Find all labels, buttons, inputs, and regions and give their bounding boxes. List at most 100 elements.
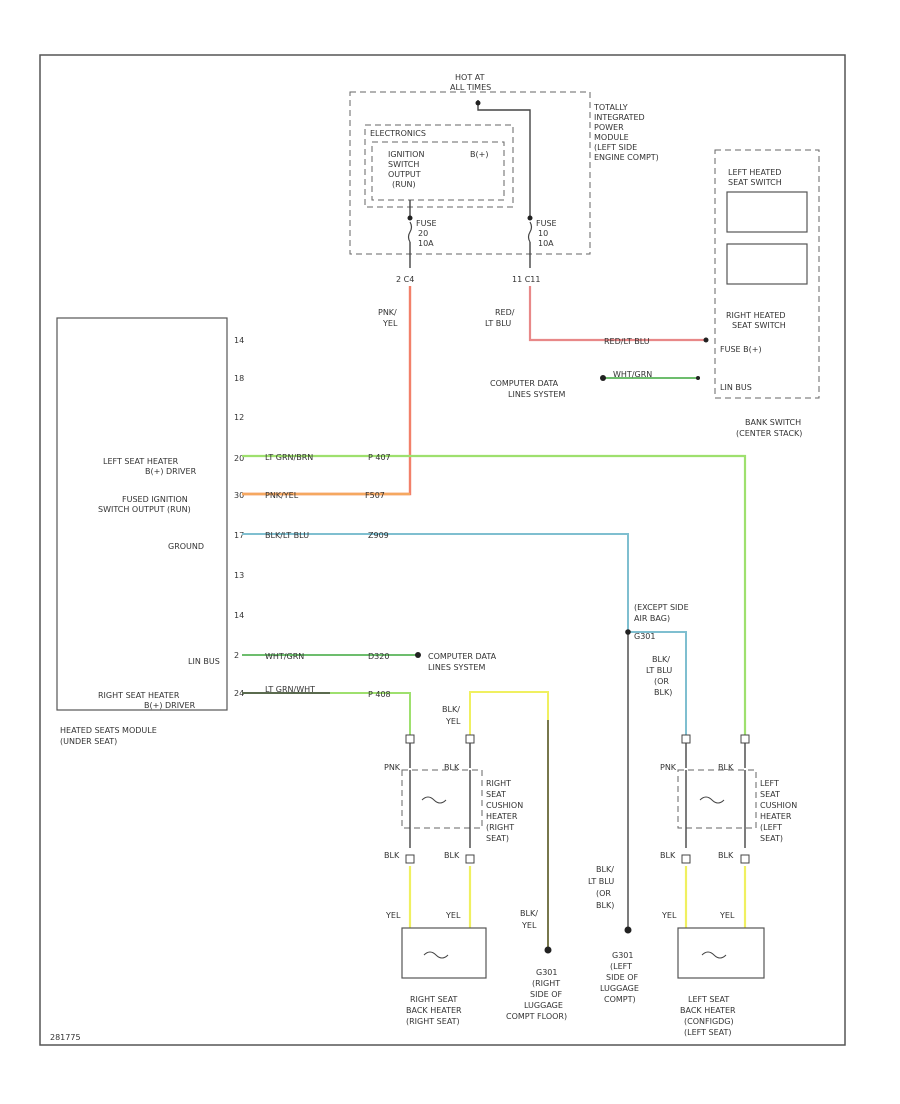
g302-l4: LUGGAGE <box>600 984 639 993</box>
lc-label-5: (LEFT <box>760 823 782 832</box>
wl-red: RED/ <box>495 308 515 317</box>
right-heated-seat-switch <box>726 243 808 285</box>
rb-heater-icon <box>423 951 449 959</box>
wire-blk-ltblu-left-cushion <box>628 631 687 735</box>
rb-label-3: (RIGHT SEAT) <box>406 1017 460 1026</box>
tipm-outline <box>349 91 591 255</box>
wire-red-ltblu <box>528 286 705 342</box>
wl-wht-grn-1: WHT/GRN <box>613 370 652 379</box>
right-switch-l1: RIGHT HEATED <box>726 311 786 320</box>
hsm-pin-3: 12 <box>234 413 244 422</box>
lc-pin-out-r <box>740 854 750 864</box>
hsm-pin-1: 14 <box>234 336 244 345</box>
cdl-upper-l1: COMPUTER DATA <box>490 379 559 388</box>
tipm-name-l4: MODULE <box>594 133 629 142</box>
ground-right: G301 (RIGHT SIDE OF LUGGAGE COMPT FLOOR) <box>506 968 567 1021</box>
splice-l2: AIR BAG) <box>634 614 670 623</box>
rc-wire-blk: BLK <box>444 763 460 772</box>
lb-heater-icon <box>701 951 727 959</box>
switch-bank-outline <box>714 149 820 399</box>
fuse2-l2: 10 <box>538 229 548 238</box>
lb-label-3: (CONFIGDG) <box>684 1017 734 1026</box>
right-seat-cushion-heater: PNK BLK RIGHT SEAT CUSHION HEATER (RIGHT… <box>384 734 523 928</box>
rc-pin-in-r <box>465 734 475 744</box>
rc-label-4: HEATER <box>486 812 518 821</box>
hsm-pin-7: 13 <box>234 571 244 580</box>
tipm-hot-label-1: HOT AT <box>455 73 485 82</box>
lc-heater-icon <box>699 796 725 804</box>
hsm-right-driver-l1: RIGHT SEAT HEATER <box>98 691 180 700</box>
wl-pnk: PNK/ <box>378 308 397 317</box>
right-switch-l2: SEAT SWITCH <box>732 321 786 330</box>
rc-wire-yel-r: YEL <box>445 911 461 920</box>
right-seat-back-heater: RIGHT SEAT BACK HEATER (RIGHT SEAT) <box>401 927 487 1026</box>
electronics-label: ELECTRONICS <box>370 129 426 138</box>
g301-l1: G301 <box>536 968 557 977</box>
rc-wire-pnk: PNK <box>384 763 401 772</box>
fuse2-icon <box>527 221 533 243</box>
rb-outline <box>401 927 487 979</box>
wl-blk-ltblu-or-blk2-2: LT BLU <box>588 877 614 886</box>
rc-label-2: SEAT <box>486 790 506 799</box>
wire-lt-grn-brn <box>242 454 747 735</box>
tipm-hot-label-2: ALL TIMES <box>450 83 491 92</box>
rb-label-2: BACK HEATER <box>406 1006 462 1015</box>
lc-wire-blk: BLK <box>718 763 734 772</box>
hsm-left-driver-l2: B(+) DRIVER <box>145 467 197 476</box>
lb-label-1: LEFT SEAT <box>688 995 729 1004</box>
lc-wire-blk-rb: BLK <box>718 851 734 860</box>
g301-l3: SIDE OF <box>530 990 562 999</box>
wire-pnk-yel-vertical <box>242 286 412 496</box>
wl-blk-yel-1b: YEL <box>445 717 461 726</box>
iod-outline <box>371 141 505 201</box>
lc-wire-yel-l: YEL <box>661 911 677 920</box>
lc-wire-pnk: PNK <box>660 763 677 772</box>
wl-blk-ltblu-or-blk-3: (OR <box>654 677 669 686</box>
wl-blk-ltblu-or-blk-2: LT BLU <box>646 666 672 675</box>
tipm: HOT AT ALL TIMES TOTALLY INTEGRATED POWE… <box>349 73 659 284</box>
tipm-pin1: 2 C4 <box>396 275 414 284</box>
iod-l3: OUTPUT <box>388 170 421 179</box>
ground-right-icon <box>544 946 552 954</box>
wl-ltblu: LT BLU <box>485 319 511 328</box>
switch-bank: LEFT HEATED SEAT SWITCH RIGHT HEATED SEA… <box>714 149 820 438</box>
ground-left-icon <box>624 926 632 934</box>
g302-l1: G301 <box>612 951 633 960</box>
left-heated-seat-switch <box>726 191 808 233</box>
left-switch-l2: SEAT SWITCH <box>728 178 782 187</box>
cdl-lower-l1: COMPUTER DATA <box>428 652 497 661</box>
hsm-name-l2: (UNDER SEAT) <box>60 737 117 746</box>
hsm-ground: GROUND <box>168 542 204 551</box>
g301-l4: LUGGAGE <box>524 1001 563 1010</box>
lc-pin-in-l <box>681 734 691 744</box>
wl-blk-ltblu: BLK/LT BLU <box>265 531 309 540</box>
hsm-pin-2: 18 <box>234 374 244 383</box>
lc-label-6: SEAT) <box>760 834 783 843</box>
cdl-lower-l2: LINES SYSTEM <box>428 663 485 672</box>
wl-blk-ltblu-or-blk-4: BLK) <box>654 688 672 697</box>
hsm-pin-4: 20 <box>234 454 244 463</box>
wl-wht-grn-2: WHT/GRN <box>265 652 304 661</box>
hsm-outline <box>56 317 228 711</box>
switch-fuse-pin <box>703 337 709 343</box>
switch-linbus-label: LIN BUS <box>720 383 752 392</box>
lb-outline <box>677 927 765 979</box>
lc-label-4: HEATER <box>760 812 792 821</box>
lc-wire-yel-r: YEL <box>719 911 735 920</box>
splice-node <box>625 629 631 635</box>
cdl-upper-node <box>600 375 606 381</box>
iod-l1: IGNITION <box>388 150 424 159</box>
lc-label-2: SEAT <box>760 790 780 799</box>
lc-pin-out-l <box>681 854 691 864</box>
wl-blk-ltblu-or-blk2-4: BLK) <box>596 901 614 910</box>
lc-label-3: CUSHION <box>760 801 797 810</box>
wl-blk-ltblu-or-blk2-3: (OR <box>596 889 611 898</box>
wl-z909: Z909 <box>368 531 389 540</box>
wire-blk-ltblu-ground <box>242 533 629 632</box>
wl-lt-grn-brn: LT GRN/BRN <box>265 453 313 462</box>
iod-l4: (RUN) <box>392 180 416 189</box>
tipm-name: TOTALLY INTEGRATED POWER MODULE (LEFT SI… <box>593 103 659 162</box>
wl-blk-yel-2a: BLK/ <box>520 909 538 918</box>
wl-pnk-yel-run: PNK/YEL <box>265 491 299 500</box>
